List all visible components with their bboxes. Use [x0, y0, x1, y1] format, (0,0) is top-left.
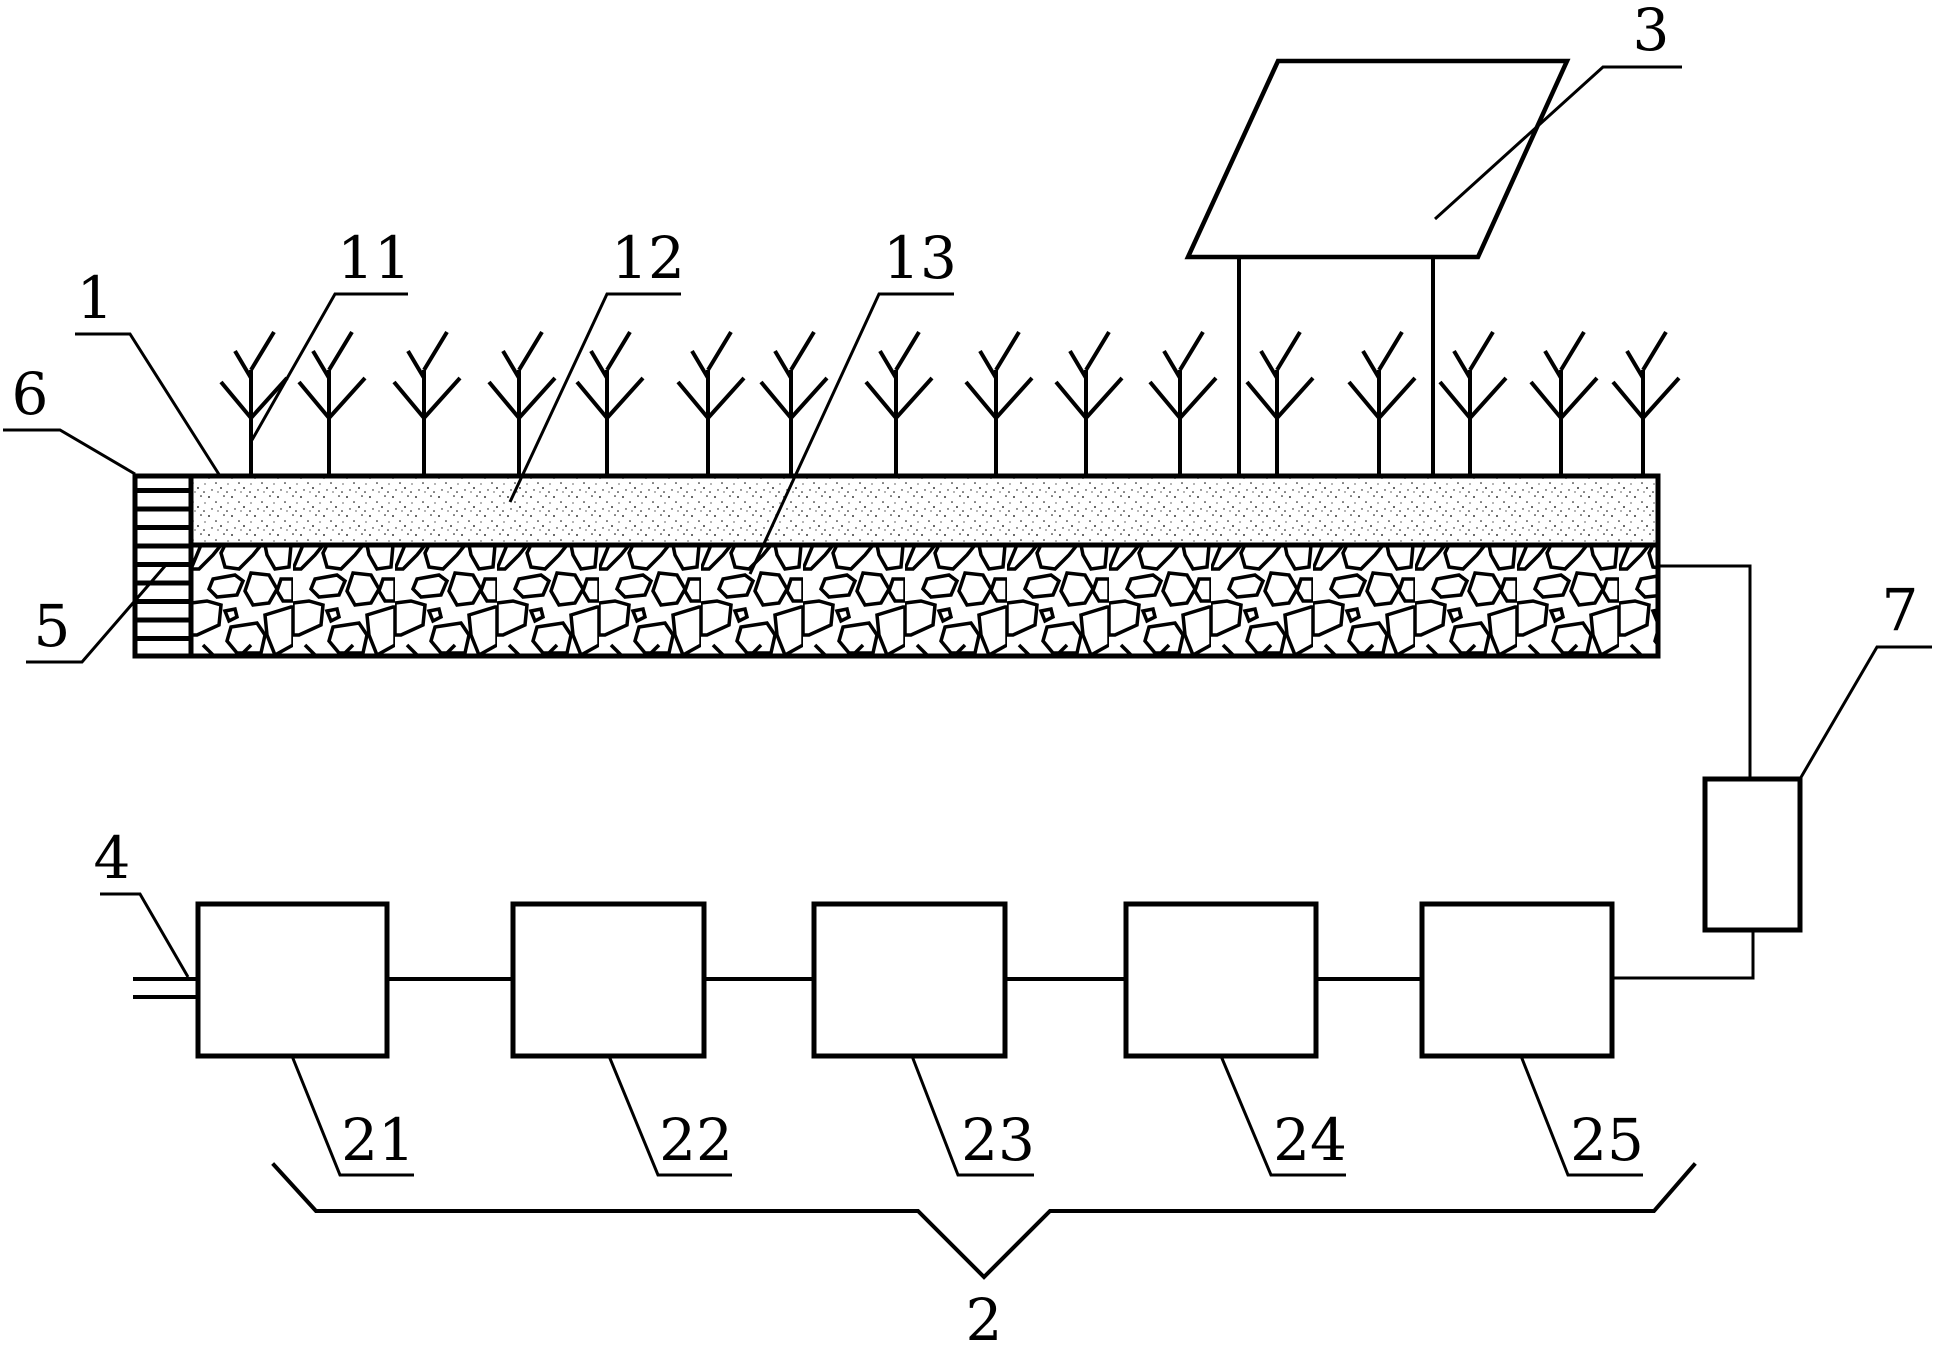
treatment-unit-24: [1123, 901, 1319, 1059]
label-11: 11: [337, 224, 411, 292]
plant-icon: [575, 330, 645, 475]
treatment-unit-23: [811, 901, 1008, 1059]
plant-icon: [1148, 330, 1218, 475]
leader-4: [100, 892, 190, 978]
label-1: 1: [77, 264, 114, 332]
label-25: 25: [1570, 1106, 1644, 1174]
plant-icon: [1347, 330, 1417, 475]
label-22: 22: [659, 1106, 733, 1174]
outlet-pipe: [1612, 564, 1755, 980]
plant-icon: [392, 330, 462, 475]
treatment-chain: [133, 901, 1615, 1059]
plant-icon: [1438, 330, 1508, 475]
leader-22: [607, 1055, 732, 1177]
leader-6: [3, 428, 136, 476]
leader-24: [1219, 1055, 1346, 1177]
treatment-unit-21: [195, 901, 390, 1059]
plant-icon: [297, 330, 367, 475]
treatment-unit-22: [510, 901, 707, 1059]
plant-icon: [864, 330, 934, 475]
plant-icon: [1245, 330, 1315, 475]
label-23: 23: [961, 1106, 1035, 1174]
soil-layer: [188, 473, 1661, 548]
label-2: 2: [966, 1286, 1003, 1351]
plant-icon: [1054, 330, 1124, 475]
plant-icon: [759, 330, 829, 475]
pump-unit-box: [1702, 776, 1803, 933]
label-7: 7: [1882, 576, 1919, 644]
plant-icon: [1529, 330, 1599, 475]
leader-1: [75, 332, 222, 477]
leader-5: [26, 565, 167, 664]
solar-panel-icon: [1184, 58, 1571, 260]
plant-icon: [964, 330, 1034, 475]
leader-13: [748, 292, 954, 575]
leader-25: [1519, 1055, 1643, 1177]
gravel-layer: [188, 542, 1661, 659]
plant-icon: [219, 330, 289, 475]
leader-3: [1433, 65, 1682, 221]
plants-group: [219, 330, 1681, 475]
treatment-unit-25: [1419, 901, 1615, 1059]
leader-7: [1798, 645, 1932, 780]
leader-23: [910, 1055, 1034, 1177]
bed: [132, 473, 1661, 659]
leader-12: [508, 292, 681, 503]
leader-21: [290, 1055, 414, 1177]
reference-labels: 1 6 5 11 12 13 3 7 4 21 22 23 24 25 2: [12, 0, 1919, 1354]
label-24: 24: [1273, 1106, 1347, 1174]
group-brace: [271, 1162, 1697, 1280]
label-3: 3: [1633, 0, 1670, 64]
solar-panel: [1184, 58, 1571, 477]
label-4: 4: [94, 824, 131, 892]
plant-icon: [1611, 330, 1681, 475]
label-6: 6: [12, 360, 49, 428]
label-13: 13: [883, 224, 957, 292]
plant-icon: [487, 330, 557, 475]
side-wall: [132, 473, 194, 659]
leader-lines: [3, 65, 1932, 1177]
label-5: 5: [34, 592, 71, 660]
label-21: 21: [341, 1106, 415, 1174]
label-12: 12: [611, 224, 685, 292]
plant-icon: [676, 330, 746, 475]
leader-11: [250, 292, 408, 441]
